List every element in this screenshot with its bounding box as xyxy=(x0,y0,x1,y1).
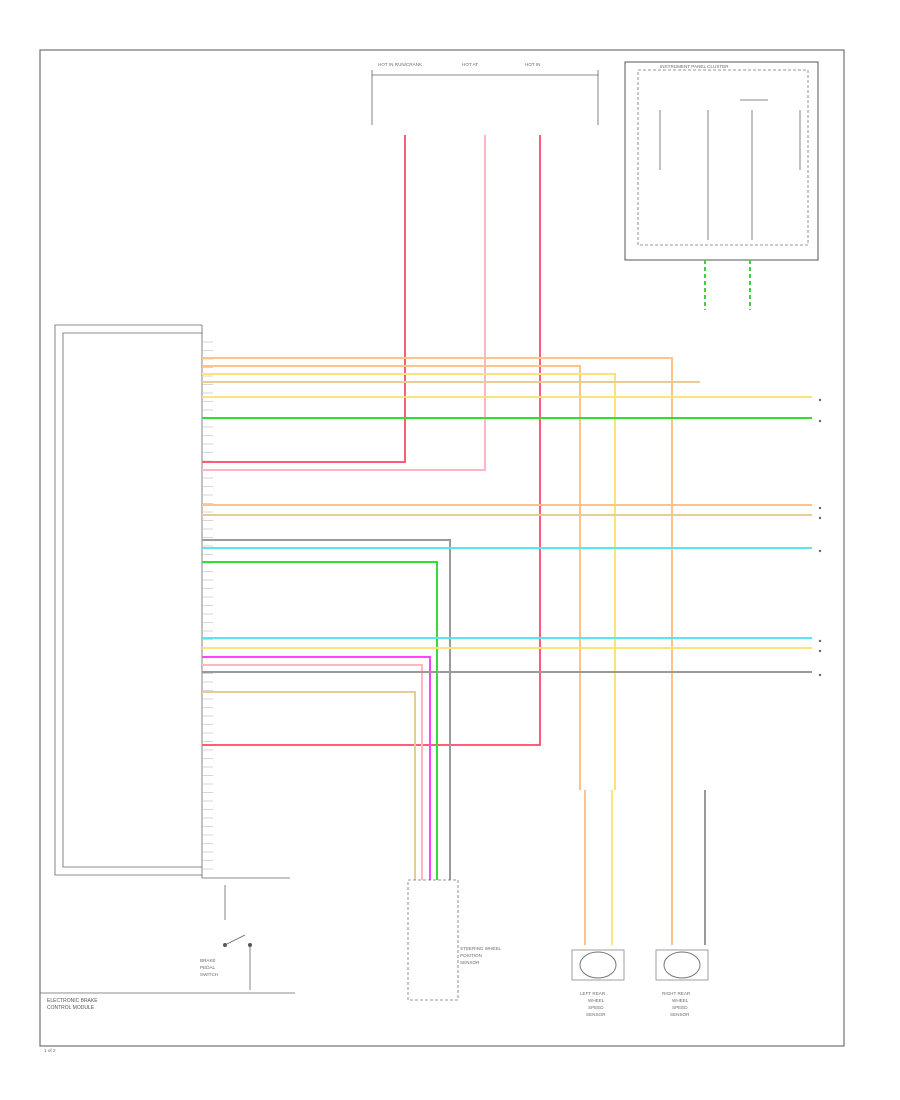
module-box-inner xyxy=(62,332,202,868)
steering-sensor-label-2: POSITION xyxy=(460,953,482,958)
wire-orange-2 xyxy=(202,365,581,790)
lr-sensor-label-2: WHEEL xyxy=(588,998,605,1003)
rr-sensor-label-2: WHEEL xyxy=(672,998,689,1003)
module-label-1: ELECTRONIC BRAKE xyxy=(47,998,98,1004)
diagram-frame xyxy=(39,49,845,1047)
wire-pink-1 xyxy=(202,135,486,471)
ipc-title: INSTRUMENT PANEL CLUSTER xyxy=(660,64,729,69)
lr-sensor-label-3: SPEED xyxy=(588,1005,604,1010)
rr-sensor-label-1: RIGHT REAR xyxy=(662,991,691,996)
brake-pedal-switch: BRAKE PEDAL SWITCH xyxy=(200,877,290,990)
steering-sensor-connector: STEERING WHEEL POSITION SENSOR xyxy=(407,879,502,1001)
wire-gray-1 xyxy=(202,539,451,880)
connector-terminal xyxy=(818,516,822,520)
brake-switch-label-3: SWITCH xyxy=(200,972,218,977)
lr-sensor-label-1: LEFT REAR xyxy=(580,991,606,996)
wire-magenta-1 xyxy=(202,656,431,880)
connector-terminal xyxy=(818,673,822,677)
connector-terminal xyxy=(818,549,822,553)
module-label-2: CONTROL MODULE xyxy=(47,1005,95,1011)
wire-orange-1 xyxy=(202,357,673,790)
module-pin-labels xyxy=(203,341,213,870)
wire-red-1 xyxy=(202,135,406,463)
connector-terminal xyxy=(818,398,822,402)
steering-sensor-label-3: SENSOR xyxy=(460,960,480,965)
wire-tan-3 xyxy=(202,691,416,880)
wire-red-2 xyxy=(202,135,541,746)
connector-terminal xyxy=(818,506,822,510)
fuse-label-3: HOT IN xyxy=(525,62,540,67)
brake-switch-label-2: PEDAL xyxy=(200,965,216,970)
lr-sensor-label-4: SENSOR xyxy=(586,1012,606,1017)
connector-terminal xyxy=(818,419,822,423)
fuse-block: HOT IN RUN/CRANK HOT AT HOT IN xyxy=(371,62,599,125)
wire-green-2 xyxy=(202,561,438,880)
fuse-label-1: HOT IN RUN/CRANK xyxy=(378,62,423,67)
rr-sensor-label-3: SPEED xyxy=(672,1005,688,1010)
brake-switch-label-1: BRAKE xyxy=(200,958,216,963)
steering-sensor-label-1: STEERING WHEEL xyxy=(460,946,502,951)
ipc-connectors xyxy=(704,260,751,310)
module-box xyxy=(54,324,202,876)
footer-code: 1 of 2 xyxy=(44,1048,56,1053)
wire-yellow-1 xyxy=(202,373,616,790)
fuse-label-2: HOT AT xyxy=(462,62,478,67)
instrument-cluster-box: INSTRUMENT PANEL CLUSTER xyxy=(624,61,819,261)
wire-pink-2 xyxy=(202,664,423,880)
right-connectors xyxy=(818,398,822,677)
connector-terminal xyxy=(818,639,822,643)
right-rear-wheel-sensor: RIGHT REAR WHEEL SPEED SENSOR xyxy=(655,949,709,1017)
rr-sensor-label-4: SENSOR xyxy=(670,1012,690,1017)
connector-terminal xyxy=(818,649,822,653)
left-rear-wheel-sensor: LEFT REAR WHEEL SPEED SENSOR xyxy=(571,949,625,1017)
wires-layer xyxy=(202,135,812,945)
